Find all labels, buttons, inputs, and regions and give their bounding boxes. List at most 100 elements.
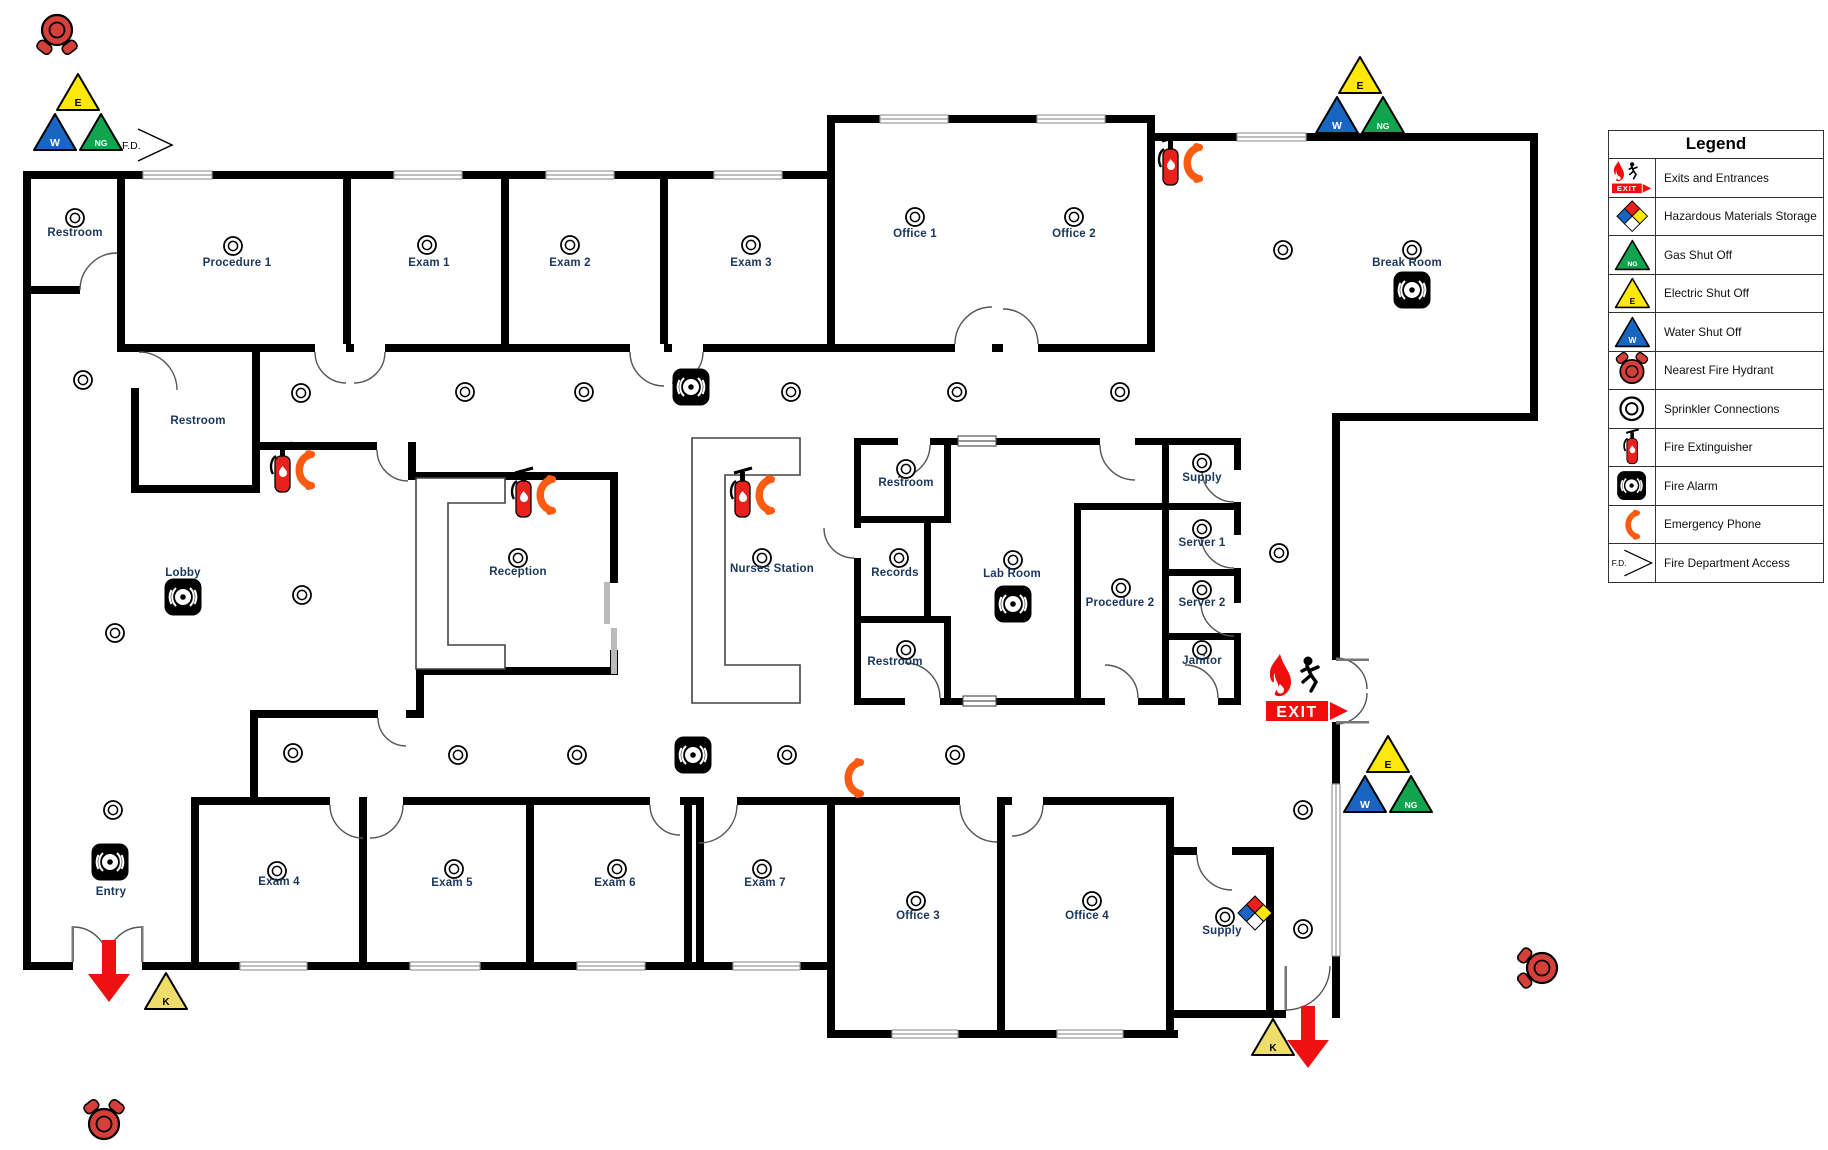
emergency-phone-icon xyxy=(1183,143,1204,183)
shutoff-triangle-cluster-icon: E W NG xyxy=(1342,734,1434,814)
sprinkler-icon xyxy=(781,382,801,402)
room-label: Restroom xyxy=(170,415,226,427)
room-label: Exam 3 xyxy=(730,257,772,269)
room-label: Server 1 xyxy=(1178,537,1226,549)
svg-text:NG: NG xyxy=(1377,121,1390,131)
legend-icon-cell xyxy=(1609,197,1656,235)
fire-department-access-icon: F.D. xyxy=(122,128,174,162)
gas-shutoff-triangle-icon: NG xyxy=(1361,96,1405,134)
fire-extinguisher-icon xyxy=(510,466,534,518)
sprinkler-icon-wrap xyxy=(1063,206,1085,228)
sprinkler-icon xyxy=(448,745,468,765)
sprinkler-icon-wrap xyxy=(740,234,762,256)
room-label: Exam 2 xyxy=(549,257,591,269)
sprinkler-icon xyxy=(1192,519,1212,539)
svg-text:NG: NG xyxy=(95,138,108,148)
exit-arrow-icon-wrap xyxy=(1281,1006,1335,1070)
sprinkler-icon xyxy=(1215,907,1235,927)
sprinkler-icon xyxy=(1082,891,1102,911)
fire-extinguisher-icon xyxy=(1157,134,1181,186)
legend-body: EXIT Exits and Entrances Hazardous Mater… xyxy=(1609,159,1823,582)
sprinkler-icon xyxy=(905,207,925,227)
svg-text:E: E xyxy=(1356,80,1363,92)
sprinkler-icon-wrap xyxy=(1191,579,1213,601)
legend-item-label: Hazardous Materials Storage xyxy=(1664,209,1817,224)
fire-hydrant-icon xyxy=(1516,947,1559,989)
legend-icon-cell xyxy=(1609,428,1656,466)
sprinkler-icon-wrap xyxy=(291,584,313,606)
legend-row: EXIT Exits and Entrances xyxy=(1609,159,1823,198)
fire-alarm-icon xyxy=(164,578,202,616)
room-label: Exam 7 xyxy=(744,877,786,889)
sprinkler-icon xyxy=(560,235,580,255)
fire-hydrant-icon-wrap xyxy=(81,1098,127,1145)
room-label: Server 2 xyxy=(1178,597,1226,609)
svg-text:W: W xyxy=(1360,799,1370,811)
legend-icon-cell xyxy=(1609,505,1656,543)
water-shutoff-triangle-icon: W xyxy=(1614,316,1650,347)
fire-alarm-icon xyxy=(91,843,129,881)
sprinkler-icon xyxy=(896,640,916,660)
fire-alarm-icon xyxy=(672,368,710,406)
sprinkler-icon xyxy=(741,235,761,255)
class-k-triangle-icon-wrap: K xyxy=(1250,1017,1296,1057)
sprinkler-icon-wrap xyxy=(1191,518,1213,540)
fire-alarm-icon-wrap xyxy=(993,584,1033,624)
fire-department-access-icon: F.D. xyxy=(1611,549,1653,577)
room-label: Exam 6 xyxy=(594,877,636,889)
sprinkler-icon-wrap xyxy=(888,547,910,569)
sprinkler-icon xyxy=(105,623,125,643)
fire-alarm-icon xyxy=(1393,271,1431,309)
sprinkler-icon-wrap xyxy=(447,744,469,766)
room-label: Lab Room xyxy=(983,568,1041,580)
legend-title: Legend xyxy=(1609,131,1823,159)
svg-text:E: E xyxy=(74,97,81,109)
hazmat-diamond-icon xyxy=(1237,895,1273,931)
fire-alarm-icon-wrap xyxy=(673,735,713,775)
room-label: Restroom xyxy=(867,656,923,668)
fire-extinguisher-icon-wrap xyxy=(1156,134,1184,188)
sprinkler-icon xyxy=(906,891,926,911)
svg-text:W: W xyxy=(50,137,60,149)
sprinkler-icon xyxy=(1192,580,1212,600)
gas-shutoff-triangle-icon: NG xyxy=(79,113,123,151)
svg-text:E: E xyxy=(1384,759,1391,771)
sprinkler-icon-wrap xyxy=(1110,577,1132,599)
room-label: Procedure 1 xyxy=(202,257,272,269)
water-shutoff-triangle-icon: W xyxy=(33,113,77,151)
legend-row: Fire Extinguisher xyxy=(1609,428,1823,467)
legend-icon-cell: EXIT xyxy=(1609,159,1656,197)
exit-arrow-icon xyxy=(88,940,130,1002)
legend-icon-cell: NG xyxy=(1609,236,1656,274)
sprinkler-icon-wrap xyxy=(751,858,773,880)
legend-item-label: Water Shut Off xyxy=(1664,324,1742,339)
fire-hydrant-icon xyxy=(83,1098,125,1141)
fire-extinguisher-icon-wrap xyxy=(728,466,756,520)
legend-row: Emergency Phone xyxy=(1609,505,1823,544)
room-label: Records xyxy=(871,567,919,579)
sprinkler-icon xyxy=(1273,240,1293,260)
emergency-phone-icon xyxy=(536,475,557,515)
emergency-phone-icon-wrap xyxy=(1179,142,1205,184)
legend-item-label: Exits and Entrances xyxy=(1664,170,1769,185)
sprinkler-icon xyxy=(889,548,909,568)
fire-alarm-icon xyxy=(674,736,712,774)
sprinkler-icon-wrap xyxy=(751,547,773,569)
room-label: Supply xyxy=(1202,925,1242,937)
sprinkler-icon-wrap xyxy=(64,207,86,229)
sprinkler-icon xyxy=(417,235,437,255)
legend-item-label: Emergency Phone xyxy=(1664,517,1762,532)
emergency-phone-icon-wrap xyxy=(840,757,866,799)
fire-extinguisher-icon-wrap xyxy=(268,441,296,495)
svg-text:EXIT: EXIT xyxy=(1276,704,1318,721)
sprinkler-icon-wrap xyxy=(72,369,94,391)
svg-text:K: K xyxy=(162,997,170,1008)
room-label: Break Room xyxy=(1372,257,1442,269)
sprinkler-icon-wrap xyxy=(606,858,628,880)
running-man-icon xyxy=(1628,162,1638,181)
sprinkler-icon xyxy=(896,459,916,479)
legend: Legend EXIT Exits and Entrances xyxy=(1608,130,1824,583)
svg-text:W: W xyxy=(1332,120,1342,132)
room-label: Reception xyxy=(489,566,547,578)
